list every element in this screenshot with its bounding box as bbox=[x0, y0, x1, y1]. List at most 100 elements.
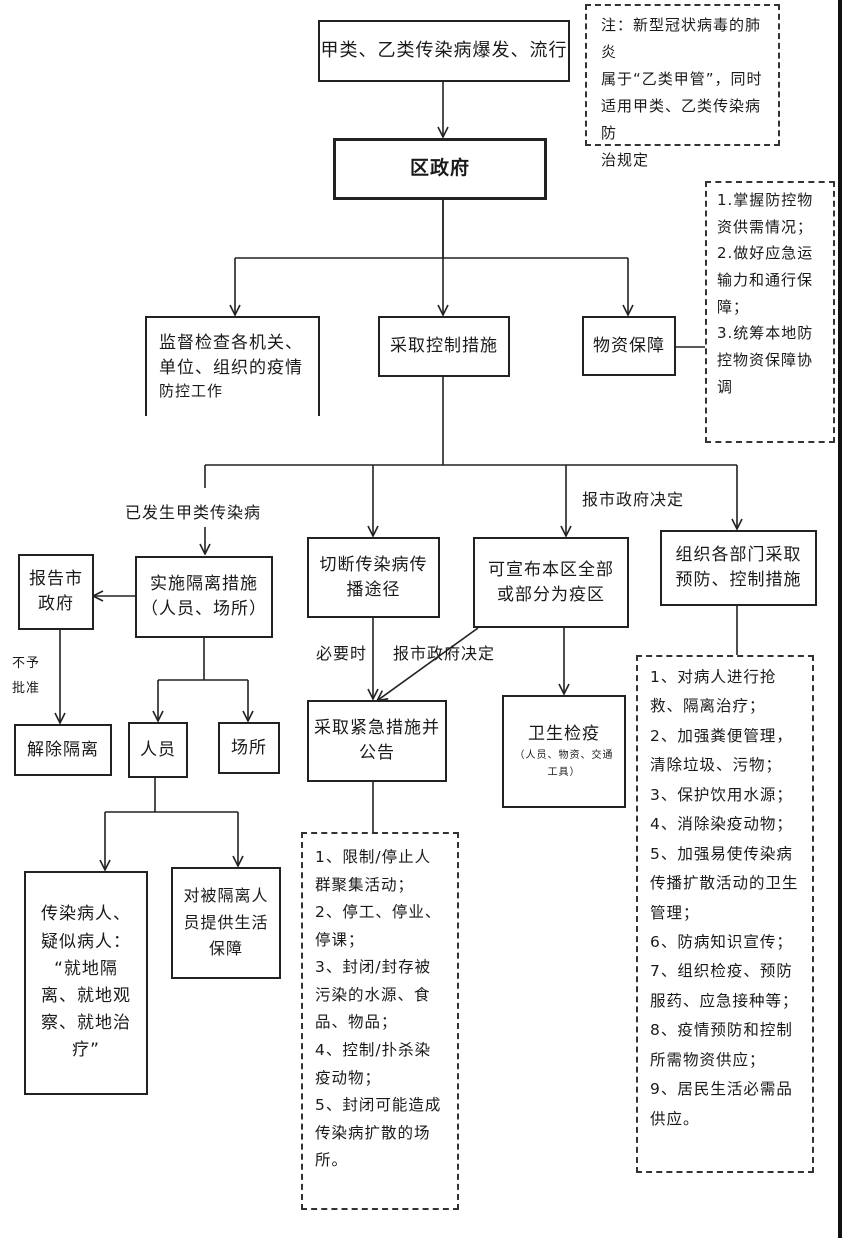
epidemic-zone-line: 可宣布本区全部 bbox=[488, 559, 614, 580]
epidemic-zone-line: 或部分为疫区 bbox=[497, 584, 605, 605]
emergency-list-line: 1、限制/停止人 bbox=[315, 848, 432, 866]
emergency-list-line: 群聚集活动； bbox=[315, 875, 415, 894]
organize-list-line: 9、居民生活必需品 bbox=[650, 1080, 793, 1099]
epidemic-zone-box: 可宣布本区全部 或部分为疫区 bbox=[473, 537, 629, 628]
supply-list-line: 调 bbox=[717, 377, 734, 396]
note-line: 治规定 bbox=[601, 151, 650, 169]
supply-list-line: 资供需情况； bbox=[717, 217, 814, 236]
note-line: 注：新型冠状病毒的肺炎 bbox=[601, 16, 762, 61]
life-support-line: 员提供生活 bbox=[183, 912, 269, 932]
supervise-line: 监督检查各机关、 bbox=[159, 333, 303, 354]
organize-list-line: 5、加强易使传染病 bbox=[650, 844, 793, 863]
places-box: 场所 bbox=[218, 722, 280, 774]
control-measures-text: 采取控制措施 bbox=[390, 336, 498, 357]
patients-line: “就地隔 bbox=[54, 958, 118, 979]
patients-line: 离、就地观 bbox=[41, 986, 131, 1006]
district-government-text: 区政府 bbox=[409, 157, 470, 180]
quarantine-sub-line: 工具） bbox=[547, 766, 581, 778]
organize-list-line: 管理； bbox=[650, 903, 700, 922]
emergency-list-line: 停课； bbox=[315, 930, 365, 949]
class-a-label: 已发生甲类传染病 bbox=[125, 503, 262, 522]
not-approved-line: 不予 bbox=[12, 656, 41, 671]
emergency-list-line: 品、物品； bbox=[315, 1013, 398, 1032]
report-city-line: 政府 bbox=[38, 594, 74, 614]
emergency-line: 公告 bbox=[359, 743, 395, 763]
persons-box: 人员 bbox=[128, 722, 188, 778]
patients-line: 察、就地治 bbox=[41, 1013, 131, 1034]
organize-list-line: 8、疫情预防和控制 bbox=[650, 1021, 793, 1040]
life-support-line: 保障 bbox=[208, 939, 243, 959]
emergency-list-line: 5、封闭可能造成 bbox=[315, 1096, 442, 1115]
not-approved-label: 不予 批准 bbox=[12, 652, 40, 701]
supply-list-line: 控物资保障协 bbox=[717, 351, 814, 370]
organize-list-line: 清除垃圾、污物； bbox=[650, 756, 783, 775]
emergency-measures-box: 采取紧急措施并 公告 bbox=[307, 700, 447, 782]
emergency-list-line: 传染病扩散的场 bbox=[315, 1123, 431, 1142]
not-approved-line: 批准 bbox=[12, 680, 41, 696]
isolation-line: （人员、场所） bbox=[141, 599, 267, 619]
supply-list-line: 3.统筹本地防 bbox=[717, 324, 814, 343]
organize-list-line: 1、对病人进行抢 bbox=[650, 668, 777, 686]
report-city-decision-label-2: 报市政府决定 bbox=[393, 644, 496, 663]
when-needed-label: 必要时 bbox=[316, 644, 368, 663]
emergency-line: 采取紧急措施并 bbox=[314, 718, 440, 739]
life-support-line: 对被隔离人 bbox=[183, 886, 269, 906]
emergency-list-line: 3、封闭/封存被 bbox=[315, 958, 432, 977]
life-support-box: 对被隔离人 员提供生活 保障 bbox=[171, 867, 281, 979]
emergency-list-line: 疫动物； bbox=[315, 1068, 382, 1087]
patients-box: 传染病人、 疑似病人： “就地隔 离、就地观 察、就地治 疗” bbox=[24, 871, 148, 1095]
organize-list-line: 所需物资供应； bbox=[650, 1050, 766, 1069]
supervise-box: 监督检查各机关、 单位、组织的疫情 防控工作 bbox=[145, 316, 320, 416]
organize-departments-box: 组织各部门采取 预防、控制措施 bbox=[660, 530, 817, 606]
organize-list-line: 供应。 bbox=[650, 1109, 700, 1128]
outbreak-box: 甲类、乙类传染病爆发、流行 bbox=[318, 20, 570, 82]
supply-list-line: 输力和通行保 bbox=[717, 271, 814, 290]
supply-box: 物资保障 bbox=[582, 316, 676, 376]
release-isolation-text: 解除隔离 bbox=[27, 739, 99, 760]
release-isolation-box: 解除隔离 bbox=[14, 724, 112, 776]
emergency-list-line: 4、控制/扑杀染 bbox=[315, 1041, 432, 1060]
patients-line: 传染病人、 bbox=[41, 904, 131, 925]
places-text: 场所 bbox=[231, 737, 267, 758]
emergency-list-box: 1、限制/停止人 群聚集活动； 2、停工、停业、 停课； 3、封闭/封存被 污染… bbox=[301, 832, 459, 1210]
organize-list-line: 2、加强粪便管理， bbox=[650, 726, 793, 745]
emergency-list-line: 所。 bbox=[315, 1151, 349, 1170]
persons-text: 人员 bbox=[140, 739, 176, 760]
cut-route-line: 切断传染病传 bbox=[319, 554, 428, 575]
supervise-line: 单位、组织的疫情 bbox=[159, 358, 303, 379]
supervise-line: 防控工作 bbox=[159, 381, 224, 400]
control-measures-box: 采取控制措施 bbox=[378, 316, 510, 377]
organize-list-line: 救、隔离治疗； bbox=[650, 697, 766, 716]
organize-list-line: 7、组织检疫、预防 bbox=[650, 962, 793, 981]
district-government-box: 区政府 bbox=[333, 138, 547, 200]
organize-line: 组织各部门采取 bbox=[675, 545, 802, 566]
report-city-box: 报告市 政府 bbox=[18, 554, 94, 630]
organize-line: 预防、控制措施 bbox=[675, 570, 802, 590]
cut-route-box: 切断传染病传 播途径 bbox=[307, 537, 440, 618]
emergency-list-line: 污染的水源、食 bbox=[315, 985, 431, 1004]
patients-line: 疗” bbox=[72, 1040, 100, 1061]
report-city-decision-label: 报市政府决定 bbox=[582, 490, 685, 509]
organize-list-line: 4、消除染疫动物； bbox=[650, 815, 793, 834]
health-quarantine-box: 卫生检疫 （人员、物资、交通 工具） bbox=[502, 695, 626, 808]
page-edge bbox=[838, 0, 842, 1238]
patients-line: 疑似病人： bbox=[41, 931, 131, 952]
organize-list-line: 3、保护饮用水源； bbox=[650, 785, 793, 804]
isolation-line: 实施隔离措施 bbox=[150, 574, 258, 595]
supply-list-line: 障； bbox=[717, 297, 750, 316]
organize-list-box: 1、对病人进行抢 救、隔离治疗； 2、加强粪便管理， 清除垃圾、污物； 3、保护… bbox=[636, 655, 814, 1173]
supply-text: 物资保障 bbox=[593, 335, 665, 356]
health-quarantine-text: 卫生检疫 bbox=[528, 724, 600, 745]
supply-list-line: 2.做好应急运 bbox=[717, 244, 814, 263]
note-line: 属于“乙类甲管”，同时 bbox=[601, 70, 763, 88]
isolation-box: 实施隔离措施 （人员、场所） bbox=[135, 556, 273, 638]
supply-list-box: 1.掌握防控物 资供需情况； 2.做好应急运 输力和通行保 障； 3.统筹本地防… bbox=[705, 181, 835, 443]
report-city-line: 报告市 bbox=[29, 569, 83, 590]
note-line: 适用甲类、乙类传染病防 bbox=[601, 97, 762, 142]
emergency-list-line: 2、停工、停业、 bbox=[315, 903, 442, 922]
cut-route-line: 播途径 bbox=[346, 579, 401, 600]
organize-list-line: 服药、应急接种等； bbox=[650, 991, 799, 1010]
outbreak-text: 甲类、乙类传染病爆发、流行 bbox=[320, 39, 568, 61]
